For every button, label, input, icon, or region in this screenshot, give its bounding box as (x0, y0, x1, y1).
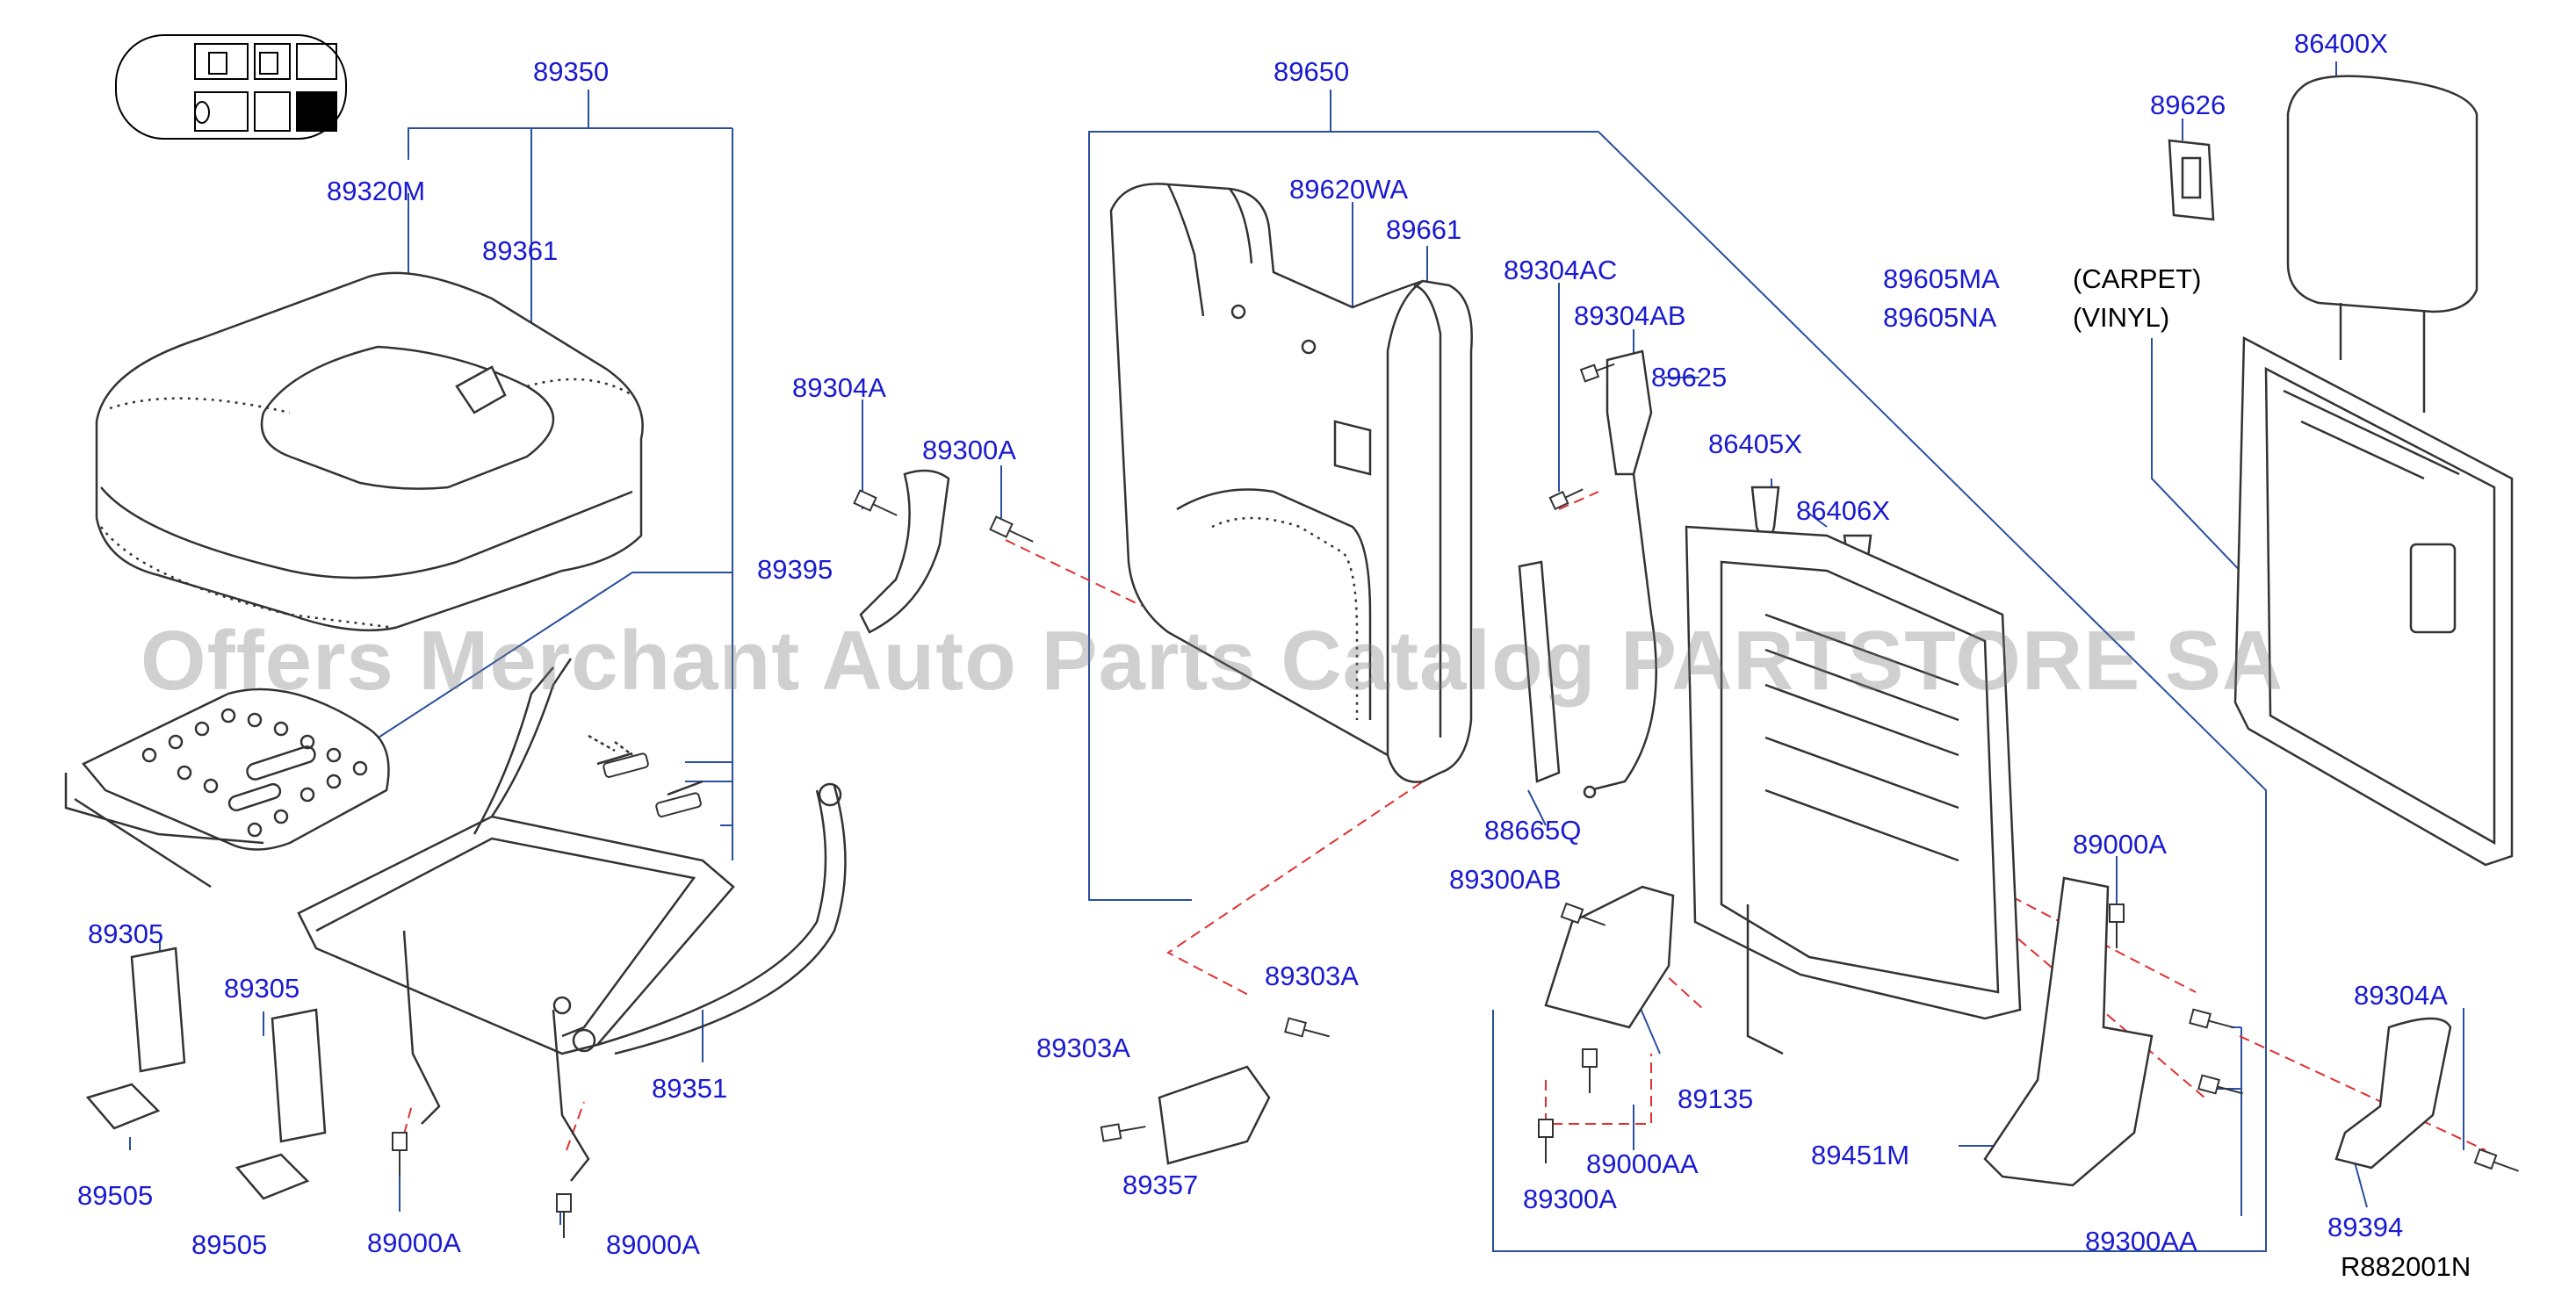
bolt (1538, 1119, 1554, 1163)
seat-back-frame-drawing (1685, 525, 2022, 1055)
bolt (2197, 1074, 2243, 1095)
bolt (989, 515, 1034, 543)
bolt (1100, 1123, 1146, 1142)
part-label-89000AA[interactable]: 89000AA (1586, 1148, 1699, 1179)
part-label-89300A[interactable]: 89300A (1523, 1184, 1617, 1214)
part-label-89300AA[interactable]: 89300AA (2085, 1226, 2197, 1256)
seat-frame-drawing (297, 658, 847, 1182)
bolt (2189, 1008, 2234, 1029)
part-label-89605NA[interactable]: 89605NA (1883, 302, 1997, 333)
part-label-89395[interactable]: 89395 (757, 554, 833, 585)
headrest-drawing (2168, 75, 2479, 413)
part-label-89300AB[interactable]: 89300AB (1449, 864, 1562, 895)
seat-back-drawing (1109, 183, 1473, 783)
bolt-drawings (392, 363, 2519, 1238)
bolt (1582, 1048, 1598, 1093)
part-label-89626[interactable]: 89626 (2150, 90, 2226, 120)
part-label-89305[interactable]: 89305 (224, 973, 300, 1004)
seat-cushion-drawing (95, 271, 644, 632)
part-label-89300A[interactable]: 89300A (922, 435, 1016, 465)
part-label-89320M[interactable]: 89320M (327, 176, 426, 206)
part-label-89304A[interactable]: 89304A (2354, 980, 2448, 1011)
bolt (1548, 488, 1584, 511)
part-label-89351[interactable]: 89351 (652, 1073, 728, 1104)
part-label-88665Q[interactable]: 88665Q (1484, 815, 1582, 846)
callout-lines (129, 61, 2464, 1252)
part-label-89661[interactable]: 89661 (1386, 214, 1462, 245)
seat-layout-icon (115, 34, 347, 140)
part-label-89350[interactable]: 89350 (533, 56, 610, 87)
part-label-89505[interactable]: 89505 (191, 1229, 268, 1260)
part-label-86406X[interactable]: 86406X (1796, 495, 1890, 526)
diagram-reference-code: R882001N (2341, 1251, 2471, 1282)
part-label-89000A[interactable]: 89000A (606, 1229, 700, 1260)
clip (655, 792, 702, 817)
part-label-89303A[interactable]: 89303A (1036, 1033, 1130, 1063)
bolt (392, 1132, 408, 1177)
part-label-89357[interactable]: 89357 (1122, 1170, 1199, 1200)
part-label-89305[interactable]: 89305 (88, 918, 164, 949)
bolt (2109, 903, 2125, 948)
part-label-89394[interactable]: 89394 (2327, 1212, 2404, 1242)
belt-parts-drawing (1518, 349, 1872, 799)
part-label-89135[interactable]: 89135 (1678, 1083, 1754, 1114)
hinge-cover-drawings (85, 947, 327, 1200)
part-label-89625[interactable]: 89625 (1651, 362, 1728, 392)
part-label-89303A[interactable]: 89303A (1265, 961, 1359, 991)
part-label-89605MA[interactable]: 89605MA (1883, 263, 2000, 294)
part-label-89650[interactable]: 89650 (1274, 56, 1350, 87)
clip (603, 752, 649, 778)
back-board-drawing (2233, 335, 2514, 867)
part-label-89304AB[interactable]: 89304AB (1574, 300, 1686, 331)
bolt (556, 1193, 572, 1238)
bolt (2473, 1148, 2519, 1172)
watermark-text: Offers Merchant Auto Parts Catalog PARTS… (141, 614, 2284, 708)
bolt (1560, 902, 1605, 926)
part-label-89361[interactable]: 89361 (482, 235, 559, 266)
part-label-86400X[interactable]: 86400X (2294, 28, 2388, 59)
part-label-86405X[interactable]: 86405X (1708, 428, 1802, 459)
bracket-drawings (859, 469, 2452, 1187)
part-label-89304A[interactable]: 89304A (792, 372, 886, 403)
seat-pan-drawing (64, 687, 390, 889)
part-label-89451M[interactable]: 89451M (1811, 1140, 1910, 1170)
note-vinyl: (VINYL) (2073, 302, 2170, 333)
note-carpet: (CARPET) (2073, 263, 2202, 294)
part-label-89304AC[interactable]: 89304AC (1504, 255, 1618, 285)
bolt (1284, 1017, 1330, 1038)
part-label-89000A[interactable]: 89000A (367, 1227, 461, 1258)
part-label-89000A[interactable]: 89000A (2073, 829, 2167, 860)
bolt (853, 489, 898, 516)
bolt (1579, 363, 1615, 383)
part-label-89505[interactable]: 89505 (77, 1180, 154, 1211)
part-label-89620WA[interactable]: 89620WA (1289, 174, 1408, 205)
